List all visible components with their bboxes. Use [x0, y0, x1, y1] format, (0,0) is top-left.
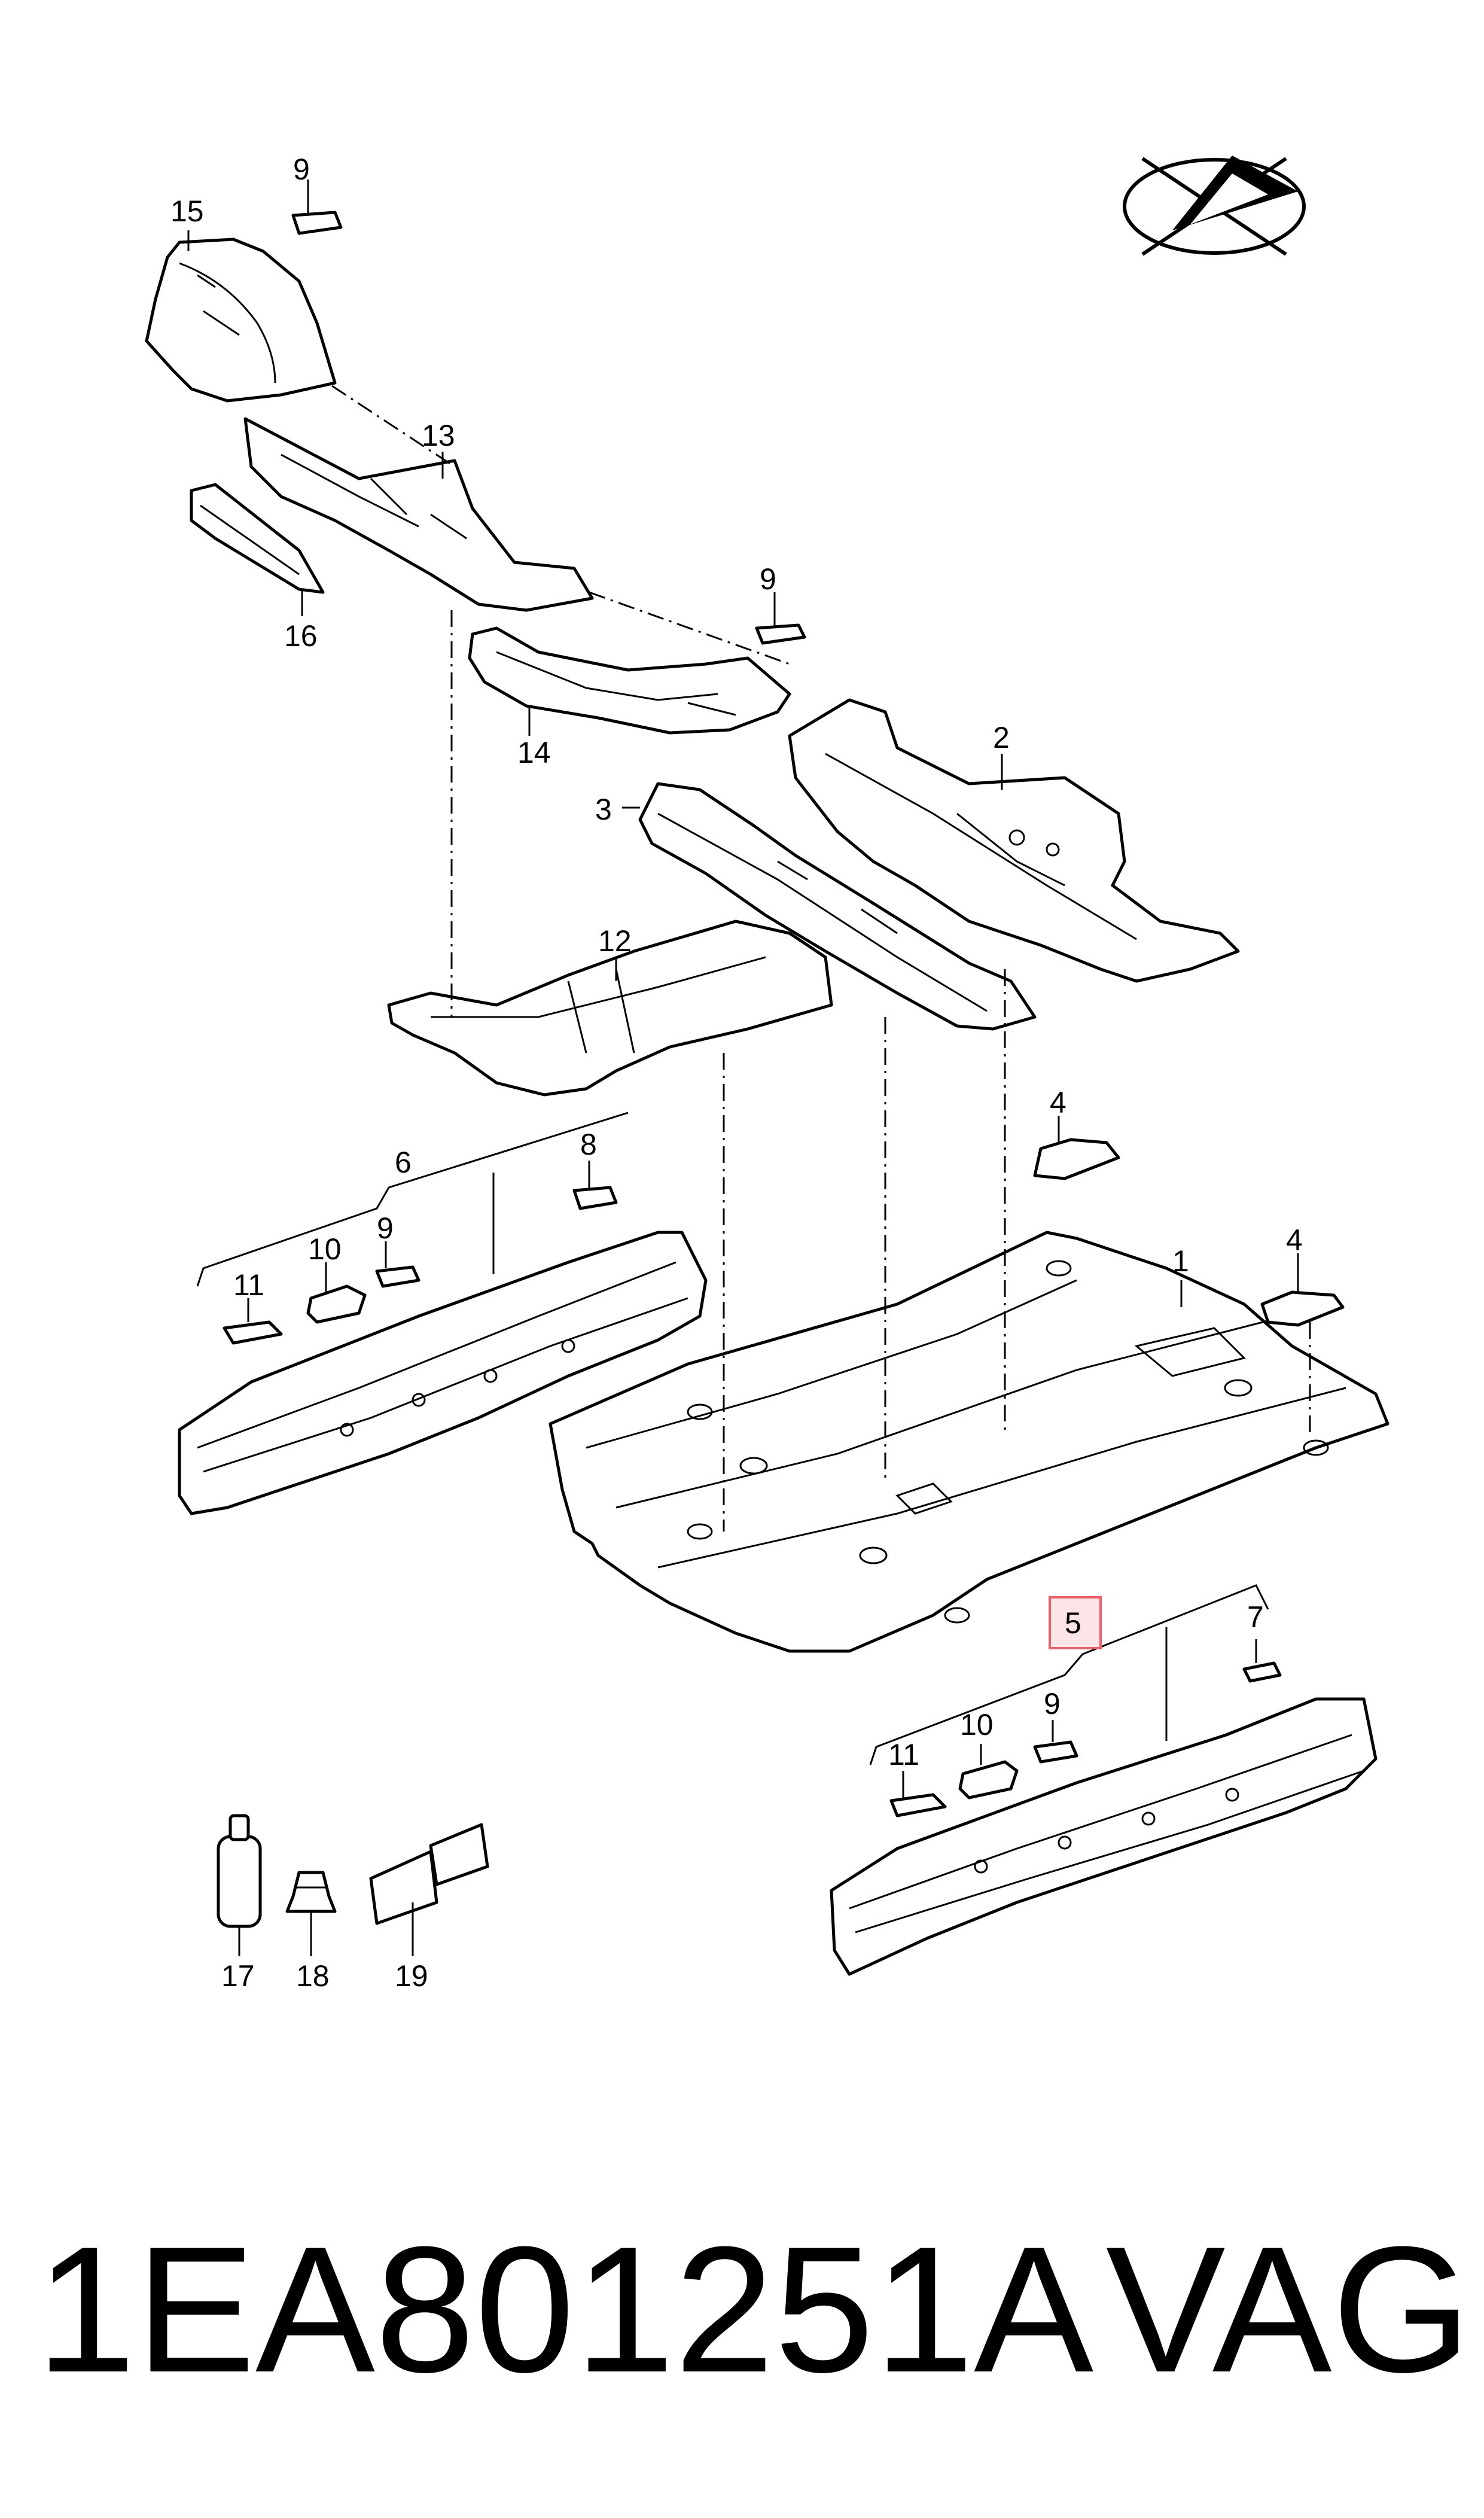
callout-labels: 15 9 13 16 9 14 2 3 12 4 6 8 10 9 11 1 4…	[170, 153, 1303, 1993]
callout-15[interactable]: 15	[170, 194, 204, 228]
parts-exploded-diagram: 15 9 13 16 9 14 2 3 12 4 6 8 10 9 11 1 4…	[145, 153, 1389, 1993]
part-18-plug[interactable]	[285, 1871, 337, 1913]
callout-13[interactable]: 13	[422, 419, 455, 452]
callout-12[interactable]: 12	[598, 924, 632, 958]
callout-8[interactable]: 8	[580, 1128, 597, 1161]
part-15-wheelhouse[interactable]	[145, 238, 337, 403]
part-9-bracket-top[interactable]	[291, 211, 343, 235]
callout-9[interactable]: 9	[293, 153, 310, 186]
callout-9[interactable]: 9	[1044, 1687, 1061, 1721]
part-14-tunnel-panel[interactable]	[468, 626, 791, 735]
brand-logo-emblem	[1123, 156, 1306, 256]
callout-9[interactable]: 9	[377, 1211, 394, 1245]
part-19-sound-pads[interactable]	[369, 1823, 489, 1925]
part-10-bracket-right[interactable]	[958, 1760, 1019, 1800]
part-1-floor-pan[interactable]	[548, 1231, 1389, 1653]
part-6-side-sill-left[interactable]	[178, 1231, 708, 1515]
part-5-side-sill-right[interactable]	[830, 1697, 1378, 1976]
callout-19[interactable]: 19	[395, 1959, 428, 1993]
part-9-bracket-mid[interactable]	[755, 623, 806, 645]
callout-1[interactable]: 1	[1172, 1244, 1189, 1278]
callout-2[interactable]: 2	[993, 721, 1010, 754]
callout-10[interactable]: 10	[308, 1232, 342, 1266]
part-4-plate-right[interactable]	[1260, 1290, 1345, 1327]
callout-14[interactable]: 14	[517, 736, 551, 769]
callout-3[interactable]: 3	[595, 793, 612, 826]
callout-6[interactable]: 6	[395, 1146, 412, 1179]
part-16-reinforcement[interactable]	[190, 483, 325, 594]
part-number-label: 1EA801251A	[36, 2209, 1094, 2410]
callout-5-highlight	[1049, 1596, 1102, 1649]
callout-5[interactable]: 5	[1065, 1606, 1081, 1640]
part-3-cross-member[interactable]	[638, 782, 1037, 1031]
part-4-plate-upper[interactable]	[1033, 1138, 1120, 1180]
leader-lines	[187, 179, 1299, 1956]
part-13-longitudinal-member[interactable]	[243, 417, 594, 612]
part-11-bracket-right[interactable]	[889, 1793, 947, 1817]
part-7-bracket[interactable]	[1242, 1661, 1282, 1683]
part-8-bracket[interactable]	[572, 1186, 618, 1210]
part-2-cross-member[interactable]	[788, 698, 1240, 983]
part-12-floor-front[interactable]	[387, 919, 833, 1097]
part-17-sealant-can[interactable]	[217, 1814, 262, 1928]
callout-10[interactable]: 10	[960, 1708, 994, 1741]
callout-4[interactable]: 4	[1050, 1086, 1066, 1119]
part-9-bracket-left[interactable]	[375, 1265, 420, 1288]
callout-11[interactable]: 11	[233, 1268, 264, 1302]
brand-label: VAG	[1105, 2209, 1471, 2410]
callout-17[interactable]: 17	[221, 1959, 255, 1993]
callout-18[interactable]: 18	[296, 1959, 330, 1993]
callout-7[interactable]: 7	[1247, 1600, 1264, 1634]
callout-9[interactable]: 9	[760, 562, 776, 596]
part-9-bracket-right[interactable]	[1033, 1740, 1078, 1764]
callout-4[interactable]: 4	[1286, 1223, 1303, 1257]
part-10-bracket-left[interactable]	[306, 1284, 367, 1324]
caption-bar: 1EA801251A VAG	[36, 2202, 1471, 2417]
part-11-bracket-left[interactable]	[223, 1320, 283, 1345]
callout-16[interactable]: 16	[284, 619, 318, 653]
callout-11[interactable]: 11	[888, 1738, 919, 1771]
assembly-lines	[331, 385, 1311, 1531]
